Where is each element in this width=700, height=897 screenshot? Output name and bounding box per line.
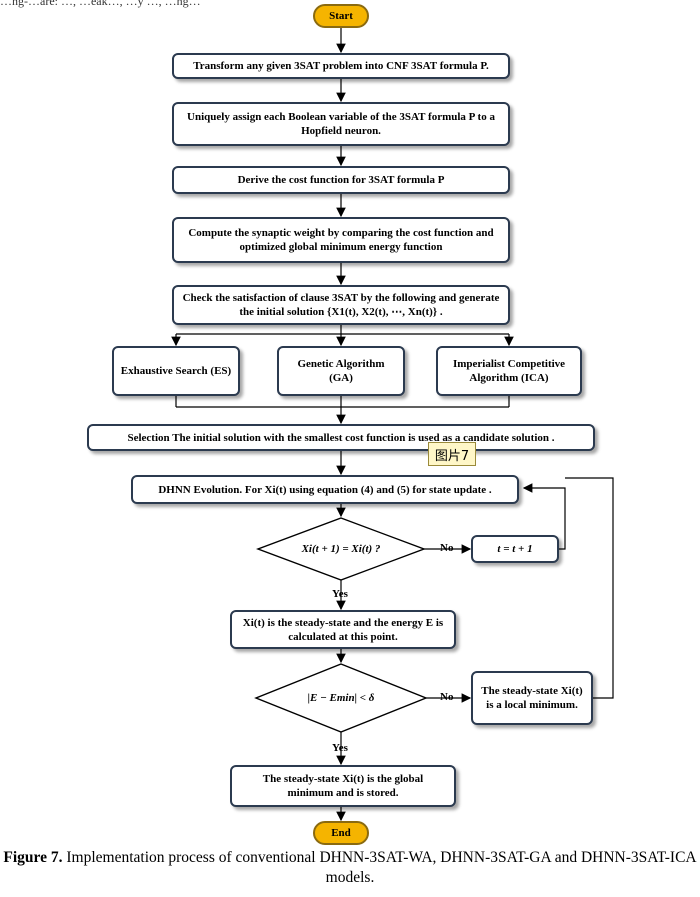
- method-ica: Imperialist Competitive Algorithm (ICA): [436, 346, 582, 396]
- image-tag: 图片7: [428, 442, 476, 466]
- decision-energy-text: |E − Emin| < δ: [307, 692, 375, 704]
- end-label: End: [331, 827, 351, 839]
- step-global-text: The steady-state Xi(t) is the global min…: [262, 773, 424, 799]
- step-check-text: Check the satisfaction of clause 3SAT by…: [182, 292, 500, 318]
- method-es-text: Exhaustive Search (ES): [120, 365, 232, 377]
- step-selection: Selection The initial solution with the …: [87, 424, 595, 451]
- step-increment: t = t + 1: [471, 535, 559, 563]
- caption-label: Figure 7.: [3, 849, 63, 866]
- method-ga: Genetic Algorithm (GA): [277, 346, 405, 396]
- step-derive: Derive the cost function for 3SAT formul…: [172, 166, 510, 194]
- step-dhnn-evolution: DHNN Evolution. For Xi(t) using equation…: [131, 475, 519, 504]
- step-transform-text: Transform any given 3SAT problem into CN…: [193, 60, 489, 72]
- step-assign: Uniquely assign each Boolean variable of…: [172, 102, 510, 146]
- step-compute-text: Compute the synaptic weight by comparing…: [188, 227, 494, 253]
- step-local-text: The steady-state Xi(t) is a local minimu…: [481, 685, 583, 711]
- caption-text: Implementation process of conventional D…: [62, 849, 697, 886]
- method-es: Exhaustive Search (ES): [112, 346, 240, 396]
- step-dhnn-text: DHNN Evolution. For Xi(t) using equation…: [158, 483, 492, 496]
- step-compute: Compute the synaptic weight by comparing…: [172, 217, 510, 263]
- figure-caption: Figure 7. Implementation process of conv…: [0, 848, 700, 888]
- step-selection-text: Selection The initial solution with the …: [127, 431, 555, 444]
- end-terminal: End: [313, 821, 369, 845]
- step-derive-text: Derive the cost function for 3SAT formul…: [237, 174, 445, 186]
- step-steady-text: Xi(t) is the steady-state and the energy…: [242, 616, 444, 643]
- step-increment-text: t = t + 1: [497, 543, 533, 555]
- edge-label-no-1: No: [440, 542, 454, 554]
- edge-increment-loop: [522, 483, 566, 550]
- method-ga-text: Genetic Algorithm (GA): [297, 358, 385, 384]
- step-local-minimum: The steady-state Xi(t) is a local minimu…: [471, 671, 593, 725]
- start-label: Start: [329, 10, 353, 22]
- start-terminal: Start: [313, 4, 369, 28]
- cut-off-top-text: …ng-…are: …, …eak…, …y …, …ng…: [0, 0, 201, 8]
- step-steady-state: Xi(t) is the steady-state and the energy…: [230, 610, 456, 649]
- decision-converge-text: Xi(t + 1) = Xi(t) ?: [301, 543, 381, 555]
- method-ica-text: Imperialist Competitive Algorithm (ICA): [452, 358, 566, 384]
- step-check: Check the satisfaction of clause 3SAT by…: [172, 285, 510, 325]
- edge-label-no-2: No: [440, 691, 454, 703]
- edge-local-loop: [565, 477, 614, 699]
- edge-label-yes-2: Yes: [332, 742, 348, 754]
- step-transform: Transform any given 3SAT problem into CN…: [172, 53, 510, 79]
- step-assign-text: Uniquely assign each Boolean variable of…: [187, 111, 495, 137]
- step-global-minimum: The steady-state Xi(t) is the global min…: [230, 765, 456, 807]
- edge-label-yes-1: Yes: [332, 588, 348, 600]
